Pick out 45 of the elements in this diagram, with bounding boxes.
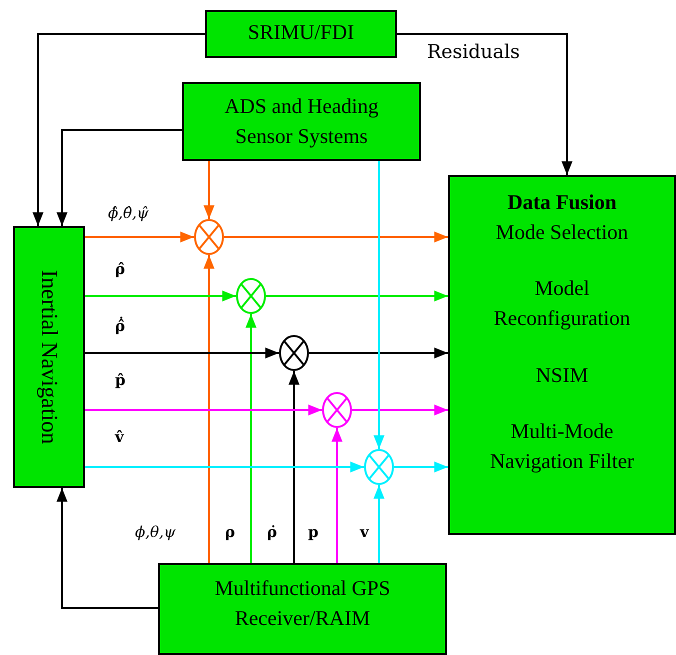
arrow [85,348,279,358]
process-box [13,226,85,488]
edge-label: ρ̂̇ [114,316,126,336]
box-label: ADS and Heading Sensor Systems [224,93,380,150]
edge-label: ρ̂ [114,259,126,279]
edge-label: ϕ̂,θ̂,ψ̂ [107,203,150,223]
box-heading: Data Fusion [506,189,618,216]
arrow [204,161,214,219]
arrow [85,404,322,416]
box-label: Multifunctional GPS Receiver/RAIM [214,575,392,632]
process-box [205,10,397,58]
arrow [394,462,448,472]
summing-junction [322,392,352,428]
edge-label: ρ̇ [266,522,278,542]
arrow [352,404,448,416]
box-label: SRIMU/FDI [246,19,356,46]
arrow [56,129,182,226]
box-label: Mode Selection [494,219,630,246]
arrow [85,232,194,242]
box-label: NSIM [534,362,590,389]
arrow [309,348,448,358]
arrow [85,462,364,472]
process-box [182,82,421,161]
process-box [158,563,447,655]
arrow [246,314,256,563]
summing-junction [194,219,224,255]
box-label: Multi-Mode Navigation Filter [488,418,636,475]
arrow [397,33,572,175]
box-label: Model Reconfiguration [492,275,632,332]
arrow [204,255,214,563]
arrow [374,161,384,449]
box-label: Inertial Navigation [36,270,62,444]
summing-junction [279,335,309,371]
arrow [288,371,300,563]
summing-junction [364,449,394,485]
arrow [56,488,158,609]
process-box [448,175,676,535]
edge-label: p̂ [114,370,126,390]
arrow [32,33,205,226]
summing-junction [236,278,266,314]
arrow [332,428,342,563]
arrow [224,232,448,242]
arrow [266,290,448,302]
arrow [85,290,236,302]
arrow [374,485,384,563]
